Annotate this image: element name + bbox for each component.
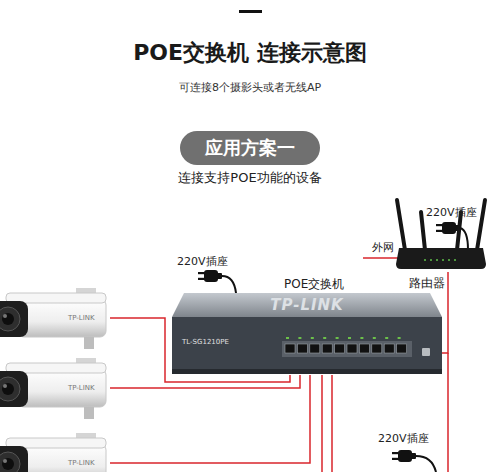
annotation-label: 220V插座 bbox=[177, 254, 228, 269]
camera-device: TP-LINK bbox=[0, 287, 110, 349]
node-text: 应用方案一 bbox=[180, 131, 320, 165]
node-text: TL-SG1210PE bbox=[182, 338, 229, 346]
annotation-label: 外网 bbox=[372, 240, 394, 255]
annotation-label: 220V插座 bbox=[426, 205, 477, 220]
power-plug bbox=[436, 222, 468, 250]
top-dash bbox=[239, 10, 262, 13]
power-plug bbox=[198, 270, 236, 293]
camera-device: TP-LINK bbox=[0, 432, 110, 472]
internet-wire bbox=[363, 257, 398, 259]
node-text: TP-LINK bbox=[68, 384, 95, 392]
annotation-label: 连接支持POE功能的设备 bbox=[0, 169, 500, 187]
node-text: 路由器 bbox=[409, 275, 445, 292]
poe-cable bbox=[110, 375, 310, 463]
node-text: POE交换机 bbox=[284, 276, 344, 293]
node-text: TP-LINK bbox=[172, 296, 442, 314]
scheme-pill: 应用方案一 bbox=[180, 131, 320, 165]
node-text: TP-LINK bbox=[68, 314, 95, 322]
node-text: TP-LINK bbox=[68, 459, 95, 467]
power-plug bbox=[392, 450, 436, 472]
camera-device: TP-LINK bbox=[0, 357, 110, 419]
poe-switch: POE交换机TP-LINKTL-SG1210PE bbox=[172, 293, 442, 375]
annotation-label: 220V插座 bbox=[378, 431, 429, 446]
poe-cable bbox=[110, 375, 300, 388]
annotation-label: 可连接8个摄影头或者无线AP bbox=[0, 80, 500, 95]
title: POE交换机 连接示意图 bbox=[0, 38, 500, 68]
